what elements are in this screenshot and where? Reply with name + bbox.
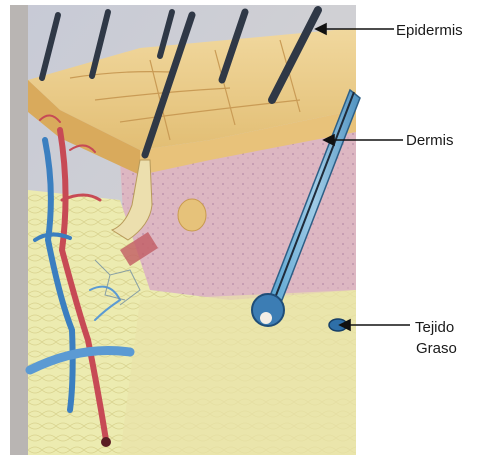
hair-papilla	[260, 312, 272, 324]
left-side-panel	[10, 5, 28, 455]
epidermis-label: Epidermis	[396, 22, 463, 39]
dermis-label: Dermis	[406, 132, 454, 149]
fat-tissue-lower	[120, 290, 356, 455]
fat-tissue-label-line2: Graso	[416, 340, 457, 357]
vessel-end	[101, 437, 111, 447]
fat-tissue-label-line1: Tejido	[415, 319, 454, 336]
dermis-lobule	[178, 199, 206, 231]
